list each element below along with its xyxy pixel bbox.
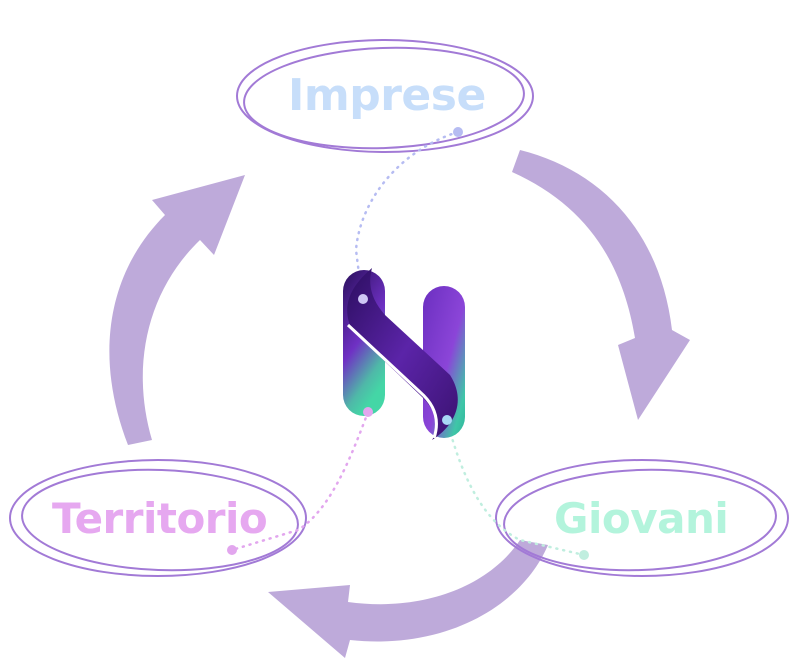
connector-territorio [230, 410, 370, 552]
connector-giovani [445, 418, 586, 557]
label-imprese: Imprese [288, 70, 486, 121]
logo-dot-bottom-left [363, 407, 373, 417]
connector-imprese [354, 130, 460, 300]
arrow-territorio-to-imprese [109, 175, 245, 445]
stylized-N-logo-icon [343, 268, 465, 440]
arrow-giovani-to-territorio [268, 540, 548, 658]
dot-giovani [579, 550, 589, 560]
label-territorio: Territorio [52, 494, 268, 543]
ellipse-giovani [495, 459, 789, 577]
logo-dot-top [358, 294, 368, 304]
dot-territorio [227, 545, 237, 555]
arrow-imprese-to-giovani [512, 150, 690, 420]
logo-dot-bottom-right [442, 415, 452, 425]
dot-imprese [453, 127, 463, 137]
label-giovani: Giovani [554, 494, 729, 543]
ellipse-territorio [9, 459, 307, 577]
ellipse-imprese [236, 39, 534, 153]
